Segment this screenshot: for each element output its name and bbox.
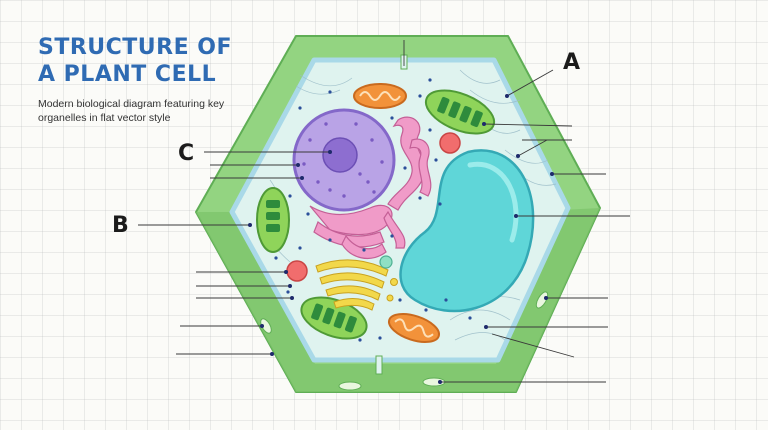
mitochondrion-top — [353, 83, 407, 109]
rough-er-ribosomes — [306, 116, 438, 252]
endoplasmic-reticulum — [309, 116, 432, 260]
peroxisome-left — [286, 260, 308, 282]
chloroplast-top — [424, 89, 496, 135]
chloroplast-bottom — [300, 296, 368, 340]
callout-label-a: A — [563, 50, 581, 75]
leader-lines — [138, 40, 630, 383]
free-ribosomes — [274, 78, 472, 342]
vesicle-green — [379, 255, 393, 269]
golgi-apparatus — [315, 259, 398, 311]
callout-label-b: B — [112, 213, 129, 238]
leader-line-endpoints — [248, 94, 554, 384]
mitochondrion-bottom — [387, 313, 441, 343]
nucleolus — [322, 137, 358, 173]
cell-wall-shading — [196, 208, 600, 392]
chloroplast-left — [256, 187, 290, 253]
wall-pit-bottom-1 — [338, 381, 362, 391]
vacuole-highlight — [467, 161, 519, 243]
wall-pit-right — [535, 291, 549, 309]
callout-label-c: C — [178, 141, 195, 166]
central-vacuole — [399, 149, 535, 313]
title-line-1: STRUCTURE OF — [38, 35, 233, 60]
chromatin — [302, 122, 384, 198]
wall-pit-left — [260, 318, 272, 334]
title-line-2: A PLANT CELL — [38, 62, 217, 87]
diagram-title: STRUCTURE OF A PLANT CELL — [38, 34, 232, 88]
plasmodesma-bottom — [375, 355, 383, 375]
peroxisome-top — [439, 132, 461, 154]
diagram-subtitle: Modern biological diagram featuring key … — [38, 98, 225, 124]
